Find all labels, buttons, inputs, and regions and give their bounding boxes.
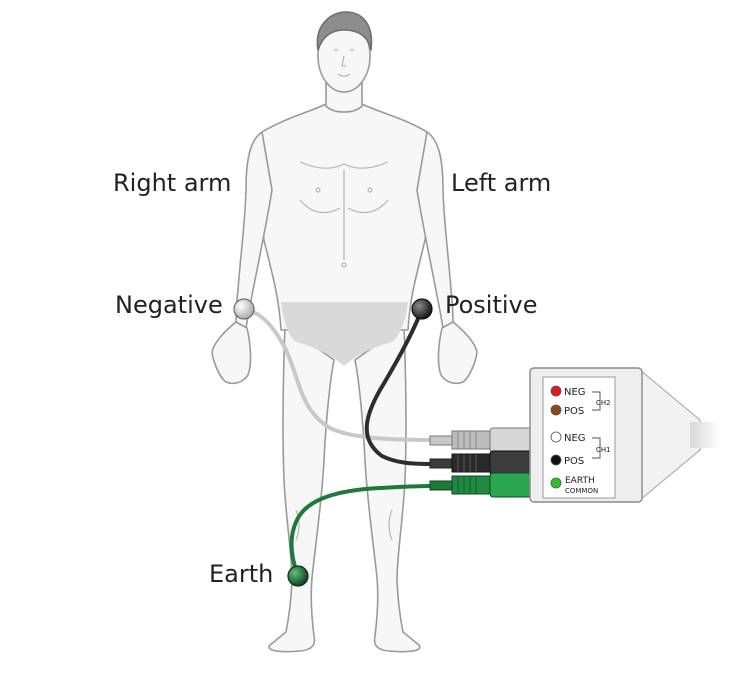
hub-ch1-label: CH1 — [596, 446, 611, 454]
electrode-negative — [234, 299, 254, 319]
plug-positive — [430, 451, 532, 475]
label-earth: Earth — [209, 560, 273, 588]
plug-earth — [430, 473, 532, 497]
electrode-positive — [412, 299, 432, 319]
right-leg — [269, 325, 334, 652]
electrode-earth — [288, 566, 308, 586]
hub-dot-earth — [551, 478, 561, 488]
hub-dot-pos-ch1 — [551, 455, 561, 465]
lead-hub: NEG POS CH2 NEG POS CH1 EARTH COMMON — [530, 368, 720, 502]
hub-dot-neg-ch2 — [551, 386, 561, 396]
hub-dot-neg-ch1 — [551, 432, 561, 442]
hub-row-4-text: POS — [564, 456, 584, 467]
left-hand — [438, 322, 477, 383]
hub-common-label: COMMON — [565, 487, 598, 495]
right-hand — [212, 322, 251, 383]
label-negative: Negative — [115, 291, 223, 319]
label-right-arm: Right arm — [113, 169, 231, 197]
plug-negative — [430, 428, 532, 452]
hub-dot-pos-ch2 — [551, 405, 561, 415]
hub-row-5-text: EARTH — [565, 476, 595, 486]
hub-row-1-text: NEG — [564, 387, 586, 398]
hub-row-3-text: NEG — [564, 433, 586, 444]
label-left-arm: Left arm — [451, 169, 551, 197]
hub-row-2-text: POS — [564, 406, 584, 417]
hub-ch2-label: CH2 — [596, 399, 611, 407]
connector-plugs — [430, 428, 532, 497]
label-positive: Positive — [445, 291, 538, 319]
